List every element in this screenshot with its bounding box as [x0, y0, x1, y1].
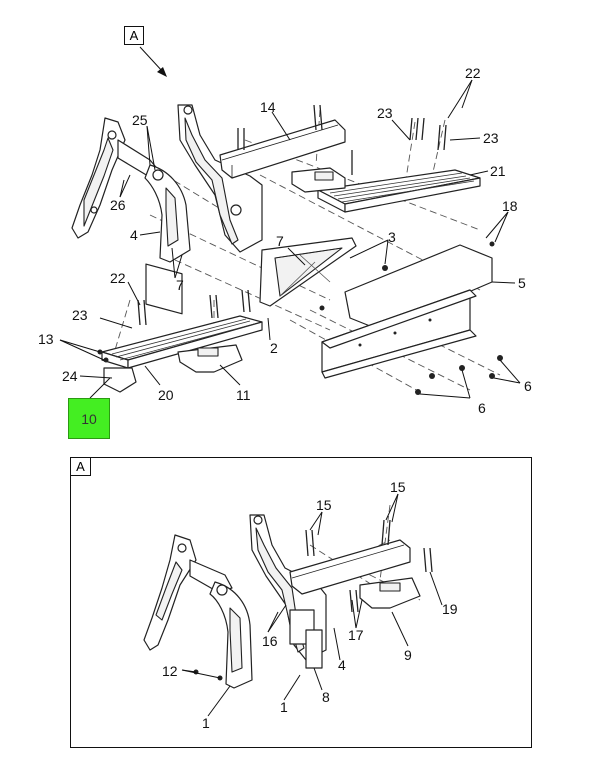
callout-19: 19: [442, 601, 458, 617]
callout-16: 16: [262, 633, 278, 649]
callout-21: 21: [490, 163, 506, 179]
callout-24: 24: [62, 368, 78, 384]
detail-upper-bracket: [249, 514, 327, 669]
detail-beam: [289, 539, 411, 595]
callout-20: 20: [158, 387, 174, 403]
curved-support: [144, 164, 191, 315]
callout-1b: 1: [202, 715, 210, 731]
callout-5: 5: [518, 275, 526, 291]
callout-15b: 15: [390, 479, 406, 495]
beam-14: [219, 119, 346, 179]
callout-18: 18: [502, 198, 518, 214]
step-20: [101, 315, 263, 393]
detail-leaders: [181, 493, 443, 717]
view-arrow: [139, 46, 167, 77]
callout-2: 2: [270, 340, 278, 356]
callout-22b: 22: [110, 270, 126, 286]
callout-23: 23: [377, 105, 393, 121]
callouts-detail: 15 15 16 17 19 12 4 9 1 8 1: [162, 479, 458, 731]
callout-3: 3: [388, 229, 396, 245]
callout-1: 1: [280, 699, 288, 715]
callout-7: 7: [276, 233, 284, 249]
callout-8: 8: [322, 689, 330, 705]
upper-bracket: [177, 104, 263, 253]
callout-17: 17: [348, 627, 364, 643]
callout-7b: 7: [176, 277, 184, 293]
view-marker-a: A: [124, 26, 144, 45]
plate-2: [259, 237, 357, 307]
callouts-main: 25 14 23 22 23 21 26 4 7 3 18 7 5 22 23 …: [38, 65, 532, 416]
callout-15: 15: [316, 497, 332, 513]
bolts-main: [97, 104, 503, 395]
callout-26: 26: [110, 197, 126, 213]
callout-13: 13: [38, 331, 54, 347]
detail-a-frame: A: [70, 457, 532, 748]
detail-a-tag: A: [71, 458, 91, 476]
highlighted-callout-10[interactable]: 10: [68, 398, 110, 439]
leaders-main: [59, 79, 521, 399]
callout-23c: 23: [72, 307, 88, 323]
guard-5: [321, 244, 493, 379]
callout-4-detail: 4: [338, 657, 346, 673]
callout-14: 14: [260, 99, 276, 115]
callout-12: 12: [162, 663, 178, 679]
callout-9: 9: [404, 647, 412, 663]
detail-step-mount: [359, 577, 421, 609]
callout-11: 11: [236, 387, 251, 403]
callout-23b: 23: [483, 130, 499, 146]
callout-25: 25: [132, 112, 148, 128]
callout-6: 6: [524, 378, 532, 394]
step-21: [291, 167, 481, 213]
callout-6b: 6: [478, 400, 486, 416]
detail-curved-support: [209, 581, 253, 689]
callout-22: 22: [465, 65, 481, 81]
callout-4: 4: [130, 227, 138, 243]
